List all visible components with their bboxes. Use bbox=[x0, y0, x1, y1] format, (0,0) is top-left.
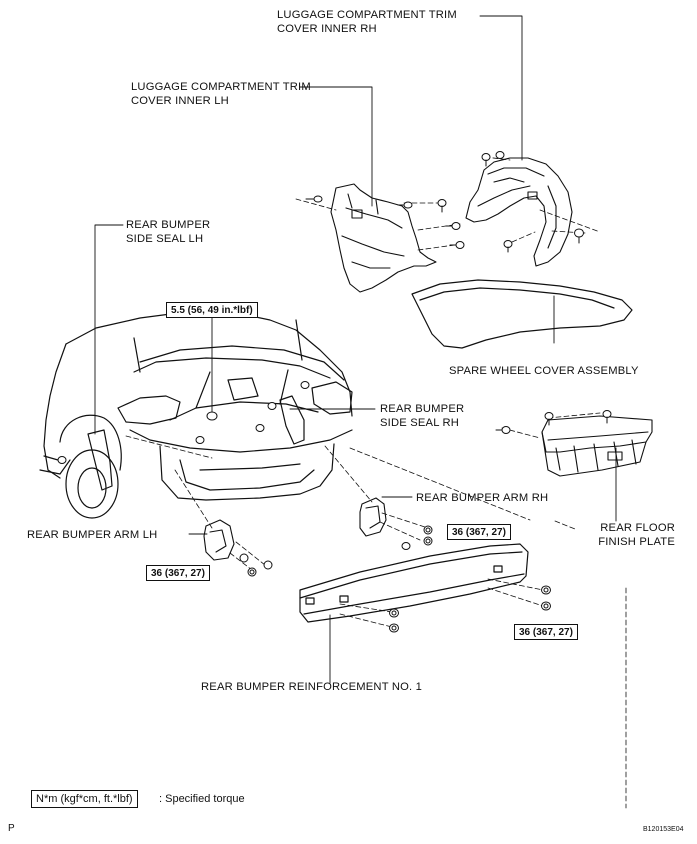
legend-torque-box: N*m (kgf*cm, ft.*lbf) bbox=[31, 790, 138, 808]
label-trim-cover-lh: LUGGAGE COMPARTMENT TRIM COVER INNER LH bbox=[131, 80, 311, 108]
label-side-seal-lh: REAR BUMPER SIDE SEAL LH bbox=[126, 218, 210, 246]
car-body bbox=[39, 311, 353, 519]
rear-floor-finish-plate-part bbox=[541, 415, 653, 477]
label-line: REAR BUMPER bbox=[380, 403, 465, 415]
label-spare-wheel-cover: SPARE WHEEL COVER ASSEMBLY bbox=[449, 365, 639, 377]
label-line: COVER INNER LH bbox=[131, 95, 229, 107]
trim-cover-lh-part bbox=[330, 183, 437, 293]
torque-spec-reinforcement: 36 (367, 27) bbox=[514, 624, 578, 640]
torque-spec-arm-rh: 36 (367, 27) bbox=[447, 524, 511, 540]
bumper-arm-lh-part bbox=[203, 519, 235, 561]
leader-lines bbox=[94, 15, 617, 684]
label-bumper-arm-rh: REAR BUMPER ARM RH bbox=[416, 492, 549, 504]
label-line: SIDE SEAL LH bbox=[126, 233, 204, 245]
torque-spec-arm-lh: 36 (367, 27) bbox=[146, 565, 210, 581]
fasteners bbox=[57, 151, 612, 633]
torque-spec-top: 5.5 (56, 49 in.*lbf) bbox=[166, 302, 258, 318]
bolt bbox=[305, 195, 323, 203]
bumper-arm-rh-part bbox=[359, 497, 387, 537]
spare-wheel-cover-part bbox=[411, 279, 633, 349]
label-rear-floor-finish-plate: REAR FLOOR FINISH PLATE bbox=[560, 521, 675, 549]
assembly-dash-lines bbox=[125, 156, 627, 809]
label-bumper-reinforcement: REAR BUMPER REINFORCEMENT NO. 1 bbox=[201, 681, 423, 693]
page-mark: P bbox=[8, 823, 15, 834]
label-line: REAR FLOOR bbox=[600, 522, 675, 534]
label-line: REAR BUMPER bbox=[126, 219, 211, 231]
label-trim-cover-rh: LUGGAGE COMPARTMENT TRIM COVER INNER RH bbox=[277, 8, 457, 36]
figure-id: B120153E04 bbox=[643, 826, 684, 833]
legend-torque-text: : Specified torque bbox=[159, 793, 245, 805]
label-side-seal-rh: REAR BUMPER SIDE SEAL RH bbox=[380, 402, 464, 430]
label-bumper-arm-lh: REAR BUMPER ARM LH bbox=[27, 529, 158, 541]
label-line: FINISH PLATE bbox=[598, 536, 675, 548]
label-line: LUGGAGE COMPARTMENT TRIM bbox=[277, 9, 457, 21]
label-line: LUGGAGE COMPARTMENT TRIM bbox=[131, 81, 311, 93]
label-line: SIDE SEAL RH bbox=[380, 417, 460, 429]
trim-cover-rh-part bbox=[465, 157, 573, 267]
bumper-reinforcement-part bbox=[299, 543, 529, 623]
label-line: COVER INNER RH bbox=[277, 23, 377, 35]
